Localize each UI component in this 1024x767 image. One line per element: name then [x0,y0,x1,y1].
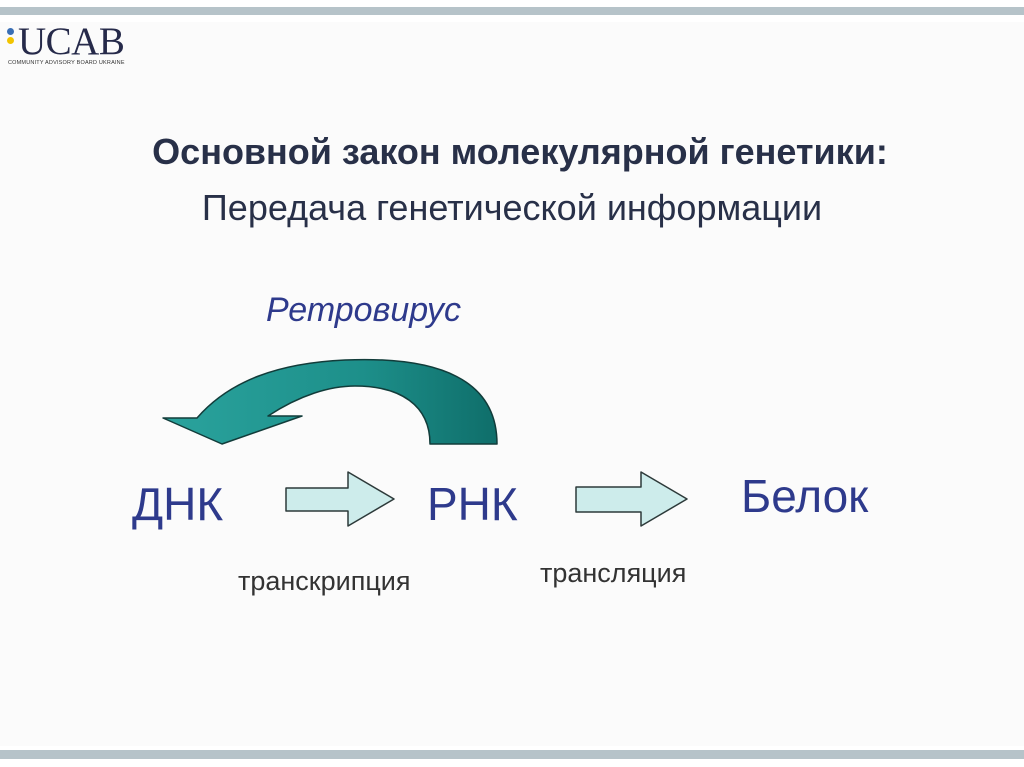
retrovirus-label: Ретровирус [266,291,462,329]
transcription-arrow [285,471,395,527]
rna-node: РНК [427,478,518,530]
translation-arrow [575,471,688,527]
protein-node: Белок [741,470,869,522]
dna-node: ДНК [132,478,224,530]
top-band [0,0,1024,22]
transcription-label: транскрипция [238,566,411,596]
bottom-band [0,746,1024,767]
slide-subtitle: Передача генетической информации [201,187,823,228]
retrovirus-curved-arrow [162,358,498,445]
logo-dots-icon [7,28,17,52]
ucab-logo: UCAB COMMUNITY ADVISORY BOARD UKRAINE [4,20,164,70]
slide-title: Основной закон молекулярной генетики: [152,131,888,172]
bottom-stripe [0,750,1024,759]
top-stripe [0,7,1024,15]
logo-subtitle: COMMUNITY ADVISORY BOARD UKRAINE [8,60,125,66]
logo-text: UCAB [18,20,125,63]
translation-label: трансляция [540,558,687,588]
